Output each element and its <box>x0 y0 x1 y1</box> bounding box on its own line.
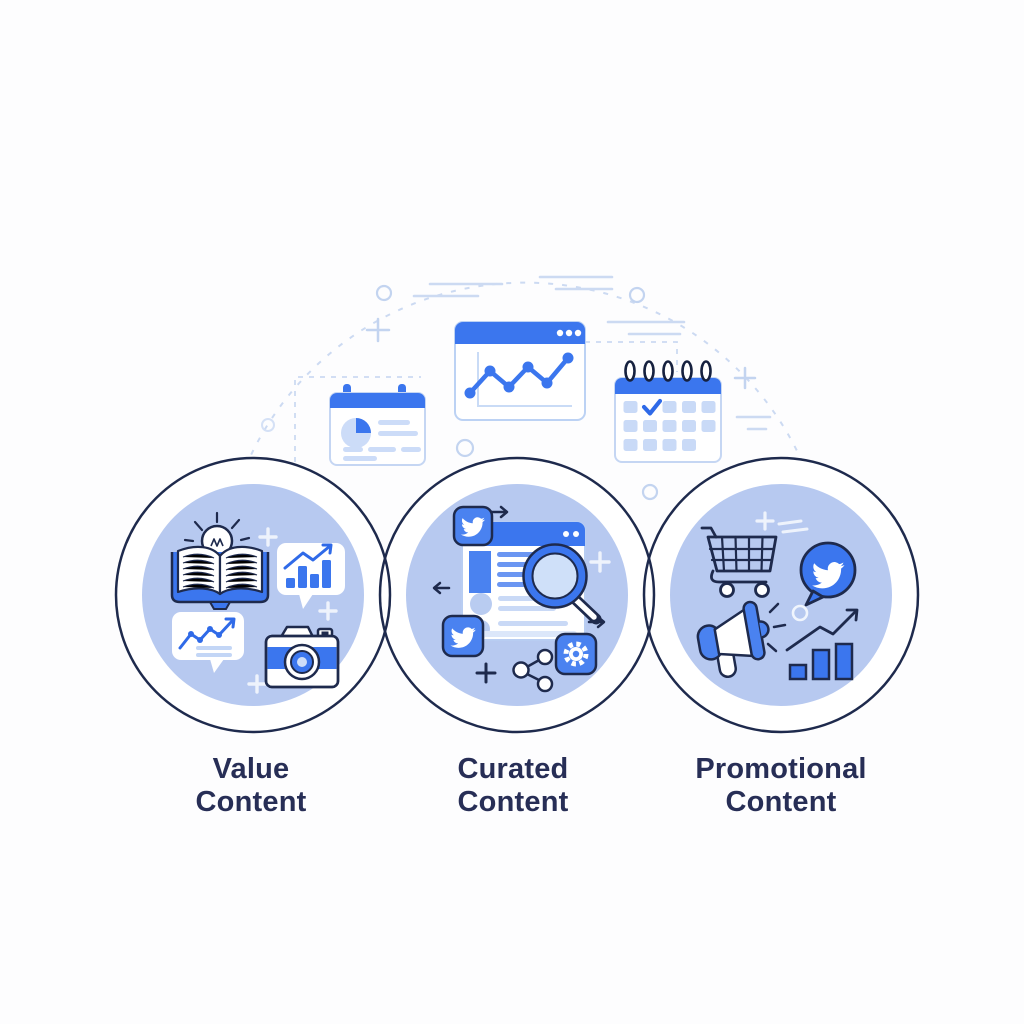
decor-circle <box>791 604 809 622</box>
checkmark-icon <box>641 398 663 416</box>
calendar-spiral-rings <box>624 360 712 382</box>
avatar <box>470 593 492 615</box>
decor-plus <box>733 366 757 390</box>
label-promotional-content: Promotional Content <box>695 753 867 818</box>
dashed-connector-left <box>294 376 421 462</box>
camera-icon <box>264 625 340 689</box>
arrow-right-icon <box>490 505 509 519</box>
arrow-right-icon <box>587 615 606 629</box>
chart-axes <box>477 352 572 407</box>
decor-speed-lines <box>412 275 772 431</box>
calendar-day-cells <box>623 401 716 451</box>
calendar-icon <box>614 360 722 463</box>
promotional-circle-outline <box>642 456 920 734</box>
decor-circle <box>261 418 275 432</box>
label-value-content: Value Content <box>195 753 307 818</box>
shopping-cart-icon <box>700 526 778 598</box>
analytics-browser-icon <box>454 321 586 421</box>
sound-lines <box>766 602 787 653</box>
promotional-circle-fill <box>670 484 892 706</box>
dashed-dome-arc <box>221 281 829 563</box>
calendar-header <box>615 378 721 394</box>
decor-circle <box>455 438 475 458</box>
report-card-icon <box>329 384 426 466</box>
decor-lines <box>777 519 809 534</box>
bar-chart-bubble-icon <box>277 543 345 609</box>
line-chart-bubble-icon <box>172 612 244 673</box>
dashed-connector-right <box>585 341 678 372</box>
arrow-left-icon <box>432 581 451 595</box>
card-text-lines <box>343 420 421 461</box>
gear-square-icon <box>554 632 598 676</box>
label-curated-content: Curated Content <box>457 753 569 818</box>
twitter-bubble-icon <box>799 541 857 607</box>
decorative-background <box>221 275 829 563</box>
decor-circle <box>375 284 393 302</box>
curated-circle-icons <box>432 505 611 693</box>
value-circle-icons <box>170 511 345 694</box>
decor-plus <box>475 662 497 684</box>
browser-title-bar <box>455 322 585 344</box>
open-book-icon <box>170 545 270 610</box>
decor-plus <box>755 511 775 531</box>
card-header <box>330 393 425 408</box>
magnifier-icon <box>522 543 602 625</box>
twitter-square-icon <box>441 614 485 658</box>
share-network-icon <box>512 648 554 693</box>
decor-circle <box>628 286 646 304</box>
twitter-square-icon <box>452 505 494 547</box>
decor-plus <box>589 551 611 573</box>
promotional-circle-icons <box>696 511 859 681</box>
curated-circle-outline <box>378 456 656 734</box>
decor-plus <box>247 527 338 694</box>
value-circle-outline <box>114 456 392 734</box>
decor-plus <box>365 317 391 343</box>
growth-bar-chart-icon <box>785 608 859 681</box>
megaphone-icon <box>696 600 787 679</box>
decor-circle <box>641 483 659 501</box>
